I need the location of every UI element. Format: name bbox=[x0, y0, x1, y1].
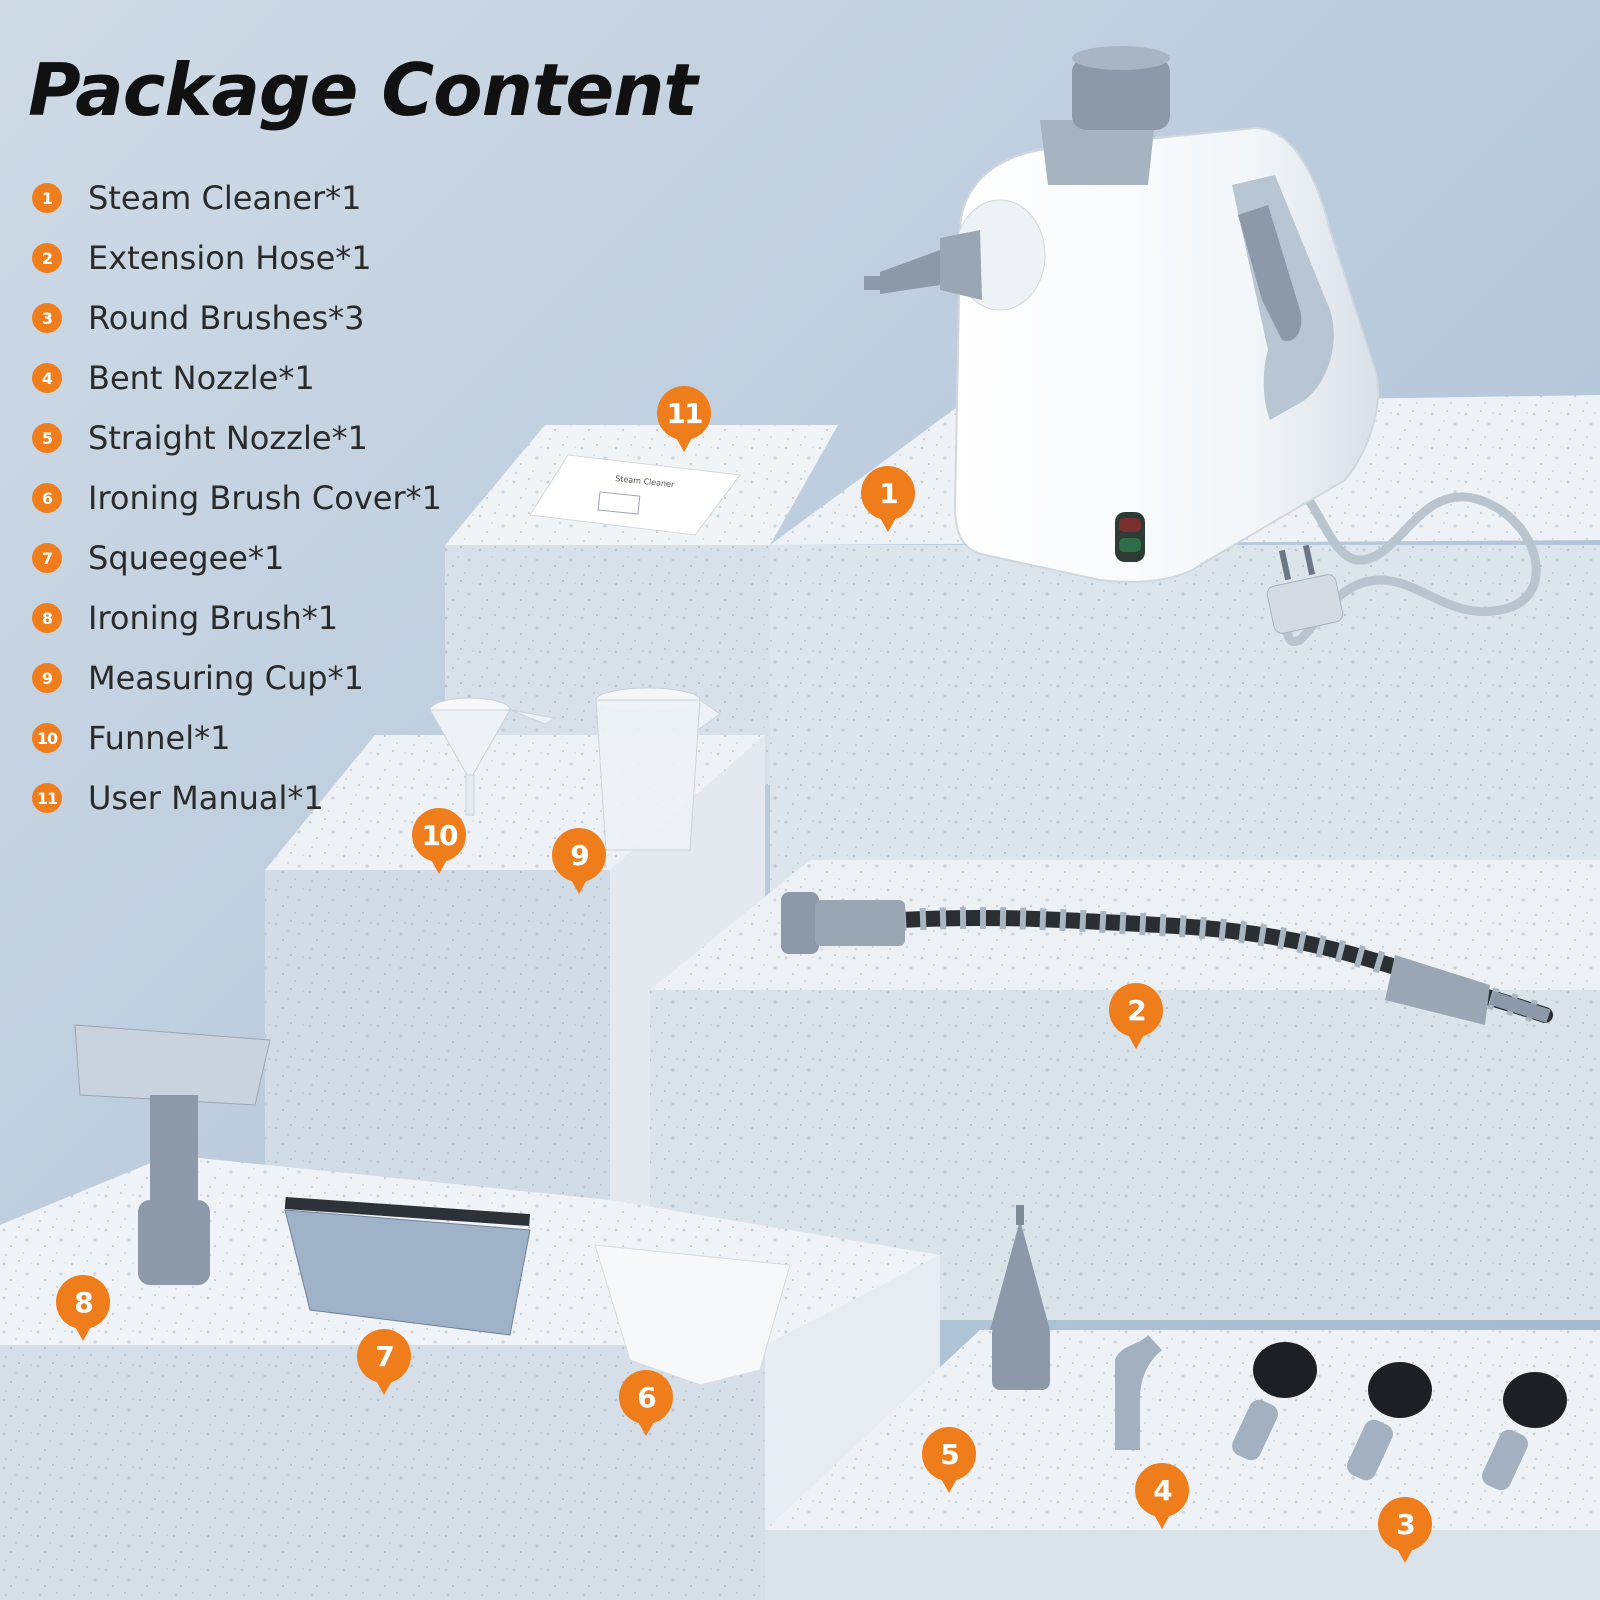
item-number-badge: 1 bbox=[32, 183, 62, 213]
item-label: Ironing Brush Cover*1 bbox=[88, 479, 442, 517]
item-label: Round Brushes*3 bbox=[88, 299, 365, 337]
callout-pin-5: 5 bbox=[921, 1427, 977, 1493]
callout-pin-6: 6 bbox=[618, 1370, 674, 1436]
item-number-badge: 6 bbox=[32, 483, 62, 513]
list-item: 1 Steam Cleaner*1 bbox=[32, 168, 442, 228]
list-item: 3 Round Brushes*3 bbox=[32, 288, 442, 348]
item-label: Ironing Brush*1 bbox=[88, 599, 339, 637]
item-number-badge: 9 bbox=[32, 663, 62, 693]
item-number-badge: 8 bbox=[32, 603, 62, 633]
ironing-brush-cover bbox=[594, 1244, 791, 1386]
callout-number: 5 bbox=[940, 1437, 959, 1471]
straight-nozzle bbox=[990, 1205, 1050, 1390]
item-label: Steam Cleaner*1 bbox=[88, 179, 362, 217]
callout-pin-1: 1 bbox=[860, 466, 916, 532]
list-item: 4 Bent Nozzle*1 bbox=[32, 348, 442, 408]
list-item: 10 Funnel*1 bbox=[32, 708, 442, 768]
package-list: 1 Steam Cleaner*1 2 Extension Hose*1 3 Roun… bbox=[32, 168, 442, 828]
callout-number: 11 bbox=[666, 396, 704, 430]
callout-number: 2 bbox=[1127, 993, 1146, 1027]
callout-number: 7 bbox=[375, 1339, 394, 1373]
list-item: 11 User Manual*1 bbox=[32, 768, 442, 828]
squeegee bbox=[284, 1196, 531, 1336]
item-label: Funnel*1 bbox=[88, 719, 231, 757]
measuring-cup bbox=[595, 687, 721, 851]
item-number-badge: 3 bbox=[32, 303, 62, 333]
stone-step-bottom-right-face bbox=[765, 1530, 1600, 1600]
funnel bbox=[429, 697, 557, 816]
item-label: Extension Hose*1 bbox=[88, 239, 372, 277]
callout-pin-8: 8 bbox=[55, 1275, 111, 1341]
callout-pin-3: 3 bbox=[1377, 1497, 1433, 1563]
bent-nozzle bbox=[1115, 1335, 1162, 1450]
callout-number: 3 bbox=[1396, 1507, 1415, 1541]
item-label: Straight Nozzle*1 bbox=[88, 419, 368, 457]
list-item: 7 Squeegee*1 bbox=[32, 528, 442, 588]
list-item: 6 Ironing Brush Cover*1 bbox=[32, 468, 442, 528]
callout-number: 6 bbox=[637, 1380, 656, 1414]
callout-number: 4 bbox=[1153, 1473, 1172, 1507]
item-label: Measuring Cup*1 bbox=[88, 659, 364, 697]
extension-hose bbox=[781, 892, 1553, 1026]
callout-number: 8 bbox=[74, 1285, 93, 1319]
stone-step-middle-face-speckle bbox=[265, 870, 610, 1215]
callout-number: 9 bbox=[570, 838, 589, 872]
list-item: 8 Ironing Brush*1 bbox=[32, 588, 442, 648]
item-number-badge: 2 bbox=[32, 243, 62, 273]
round-brush-3 bbox=[1482, 1372, 1567, 1491]
callout-pin-10: 10 bbox=[411, 808, 467, 874]
user-manual: Steam Cleaner bbox=[529, 454, 741, 536]
item-label: User Manual*1 bbox=[88, 779, 324, 817]
item-label: Squeegee*1 bbox=[88, 539, 285, 577]
item-number-badge: 11 bbox=[32, 783, 62, 813]
callout-pin-4: 4 bbox=[1134, 1463, 1190, 1529]
item-number-badge: 10 bbox=[32, 723, 62, 753]
callout-pin-2: 2 bbox=[1108, 983, 1164, 1049]
callout-pin-7: 7 bbox=[356, 1329, 412, 1395]
steam-cleaner bbox=[864, 46, 1541, 646]
item-number-badge: 4 bbox=[32, 363, 62, 393]
round-brush-2 bbox=[1347, 1362, 1432, 1481]
page-title: Package Content bbox=[28, 48, 698, 132]
ironing-brush bbox=[74, 1024, 271, 1285]
round-brush-1 bbox=[1232, 1342, 1317, 1461]
callout-number: 1 bbox=[879, 476, 898, 510]
callout-pin-11: 11 bbox=[656, 386, 712, 452]
item-number-badge: 5 bbox=[32, 423, 62, 453]
list-item: 2 Extension Hose*1 bbox=[32, 228, 442, 288]
callout-pin-9: 9 bbox=[551, 828, 607, 894]
item-number-badge: 7 bbox=[32, 543, 62, 573]
item-label: Bent Nozzle*1 bbox=[88, 359, 315, 397]
list-item: 5 Straight Nozzle*1 bbox=[32, 408, 442, 468]
list-item: 9 Measuring Cup*1 bbox=[32, 648, 442, 708]
callout-number: 10 bbox=[421, 818, 459, 852]
